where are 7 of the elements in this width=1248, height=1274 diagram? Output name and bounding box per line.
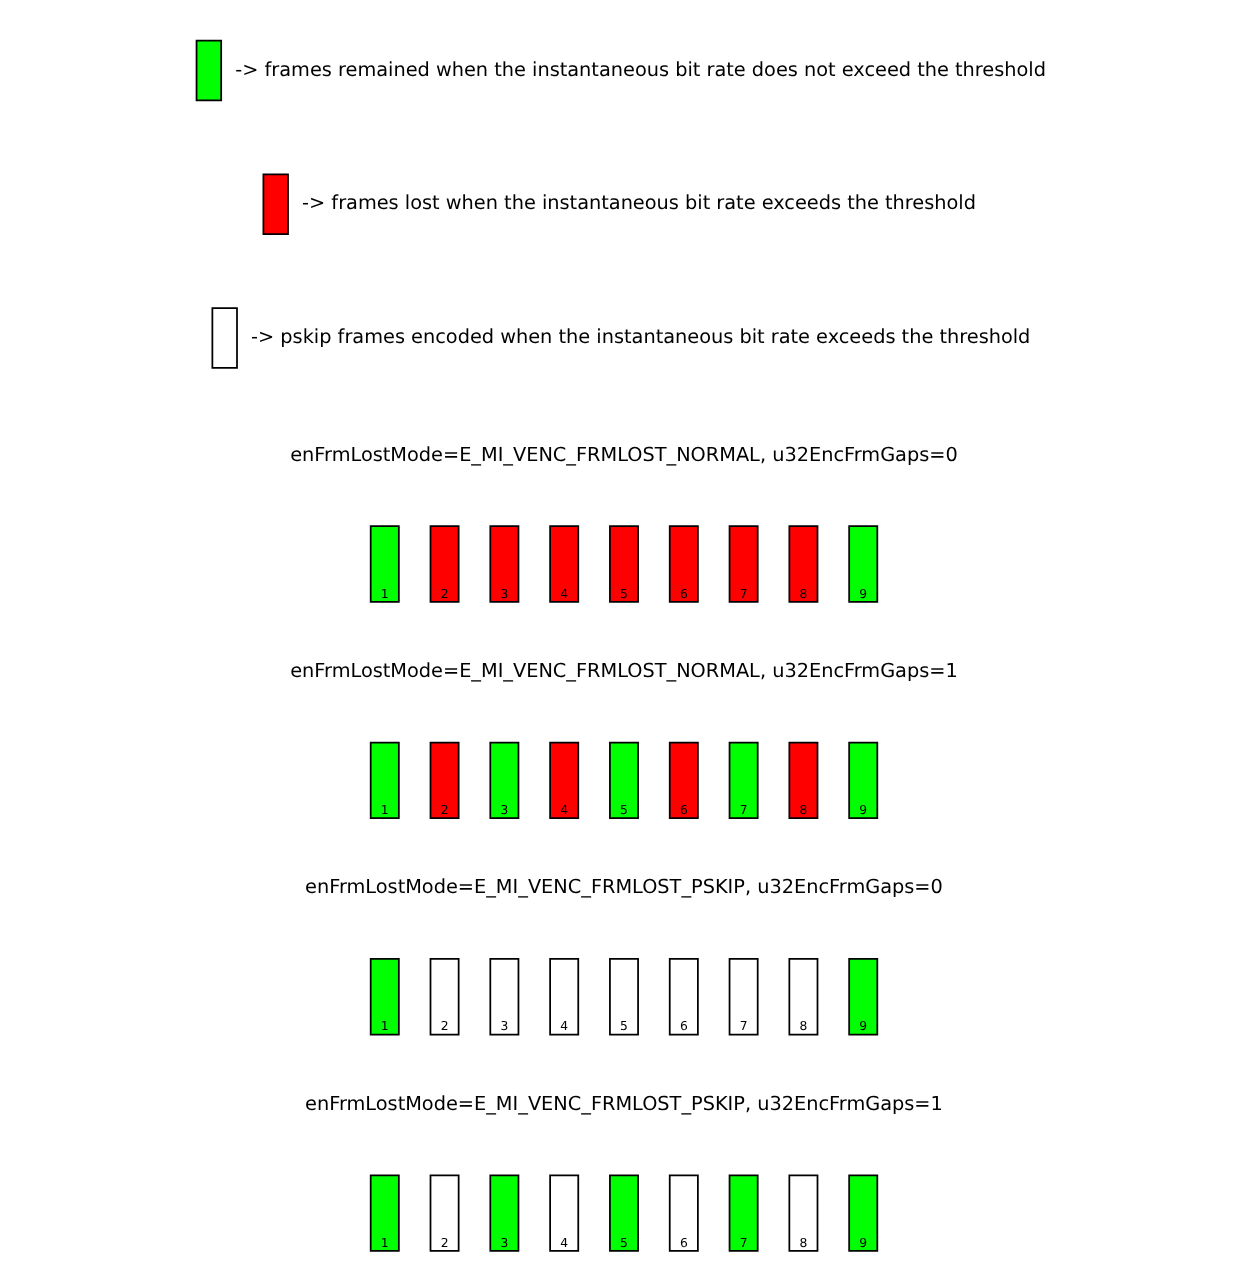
- label: enFrmLostMode=E_MI_VENC_FRMLOST_PSKIP, u32EncFrmGaps=0: [305, 877, 943, 900]
- legend-label: -> frames lost when the instantaneous bit rate exceeds the threshold: [302, 193, 976, 216]
- legend-label: -> pskip frames encoded when the instantaneous bit rate exceeds the threshold: [251, 326, 1031, 349]
- label: enFrmLostMode=E_MI_VENC_FRMLOST_PSKIP, u32EncFrmGaps=1: [305, 1093, 943, 1116]
- label: enFrmLostMode=E_MI_VENC_FRMLOST_NORMAL, u32EncFrmGaps=1: [290, 661, 958, 684]
- legend-label: -> frames remained when the instantaneous bit rate does not exceed the threshold: [235, 59, 1046, 82]
- label: enFrmLostMode=E_MI_VENC_FRMLOST_NORMAL, u32EncFrmGaps=0: [290, 444, 958, 467]
